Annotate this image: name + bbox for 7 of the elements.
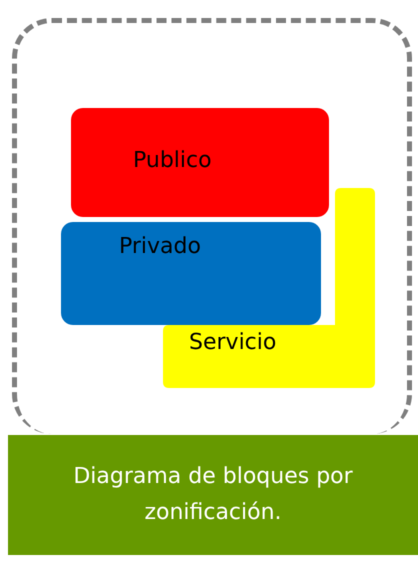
- zone-block: [71, 108, 329, 217]
- zone-label: Publico: [133, 148, 212, 173]
- dashed-boundary: [12, 18, 412, 434]
- caption-banner: Diagrama de bloques por zonificación.: [8, 435, 418, 555]
- zone-label: Privado: [119, 234, 201, 259]
- zone-block: [61, 222, 321, 325]
- zone-label: Servicio: [189, 330, 276, 355]
